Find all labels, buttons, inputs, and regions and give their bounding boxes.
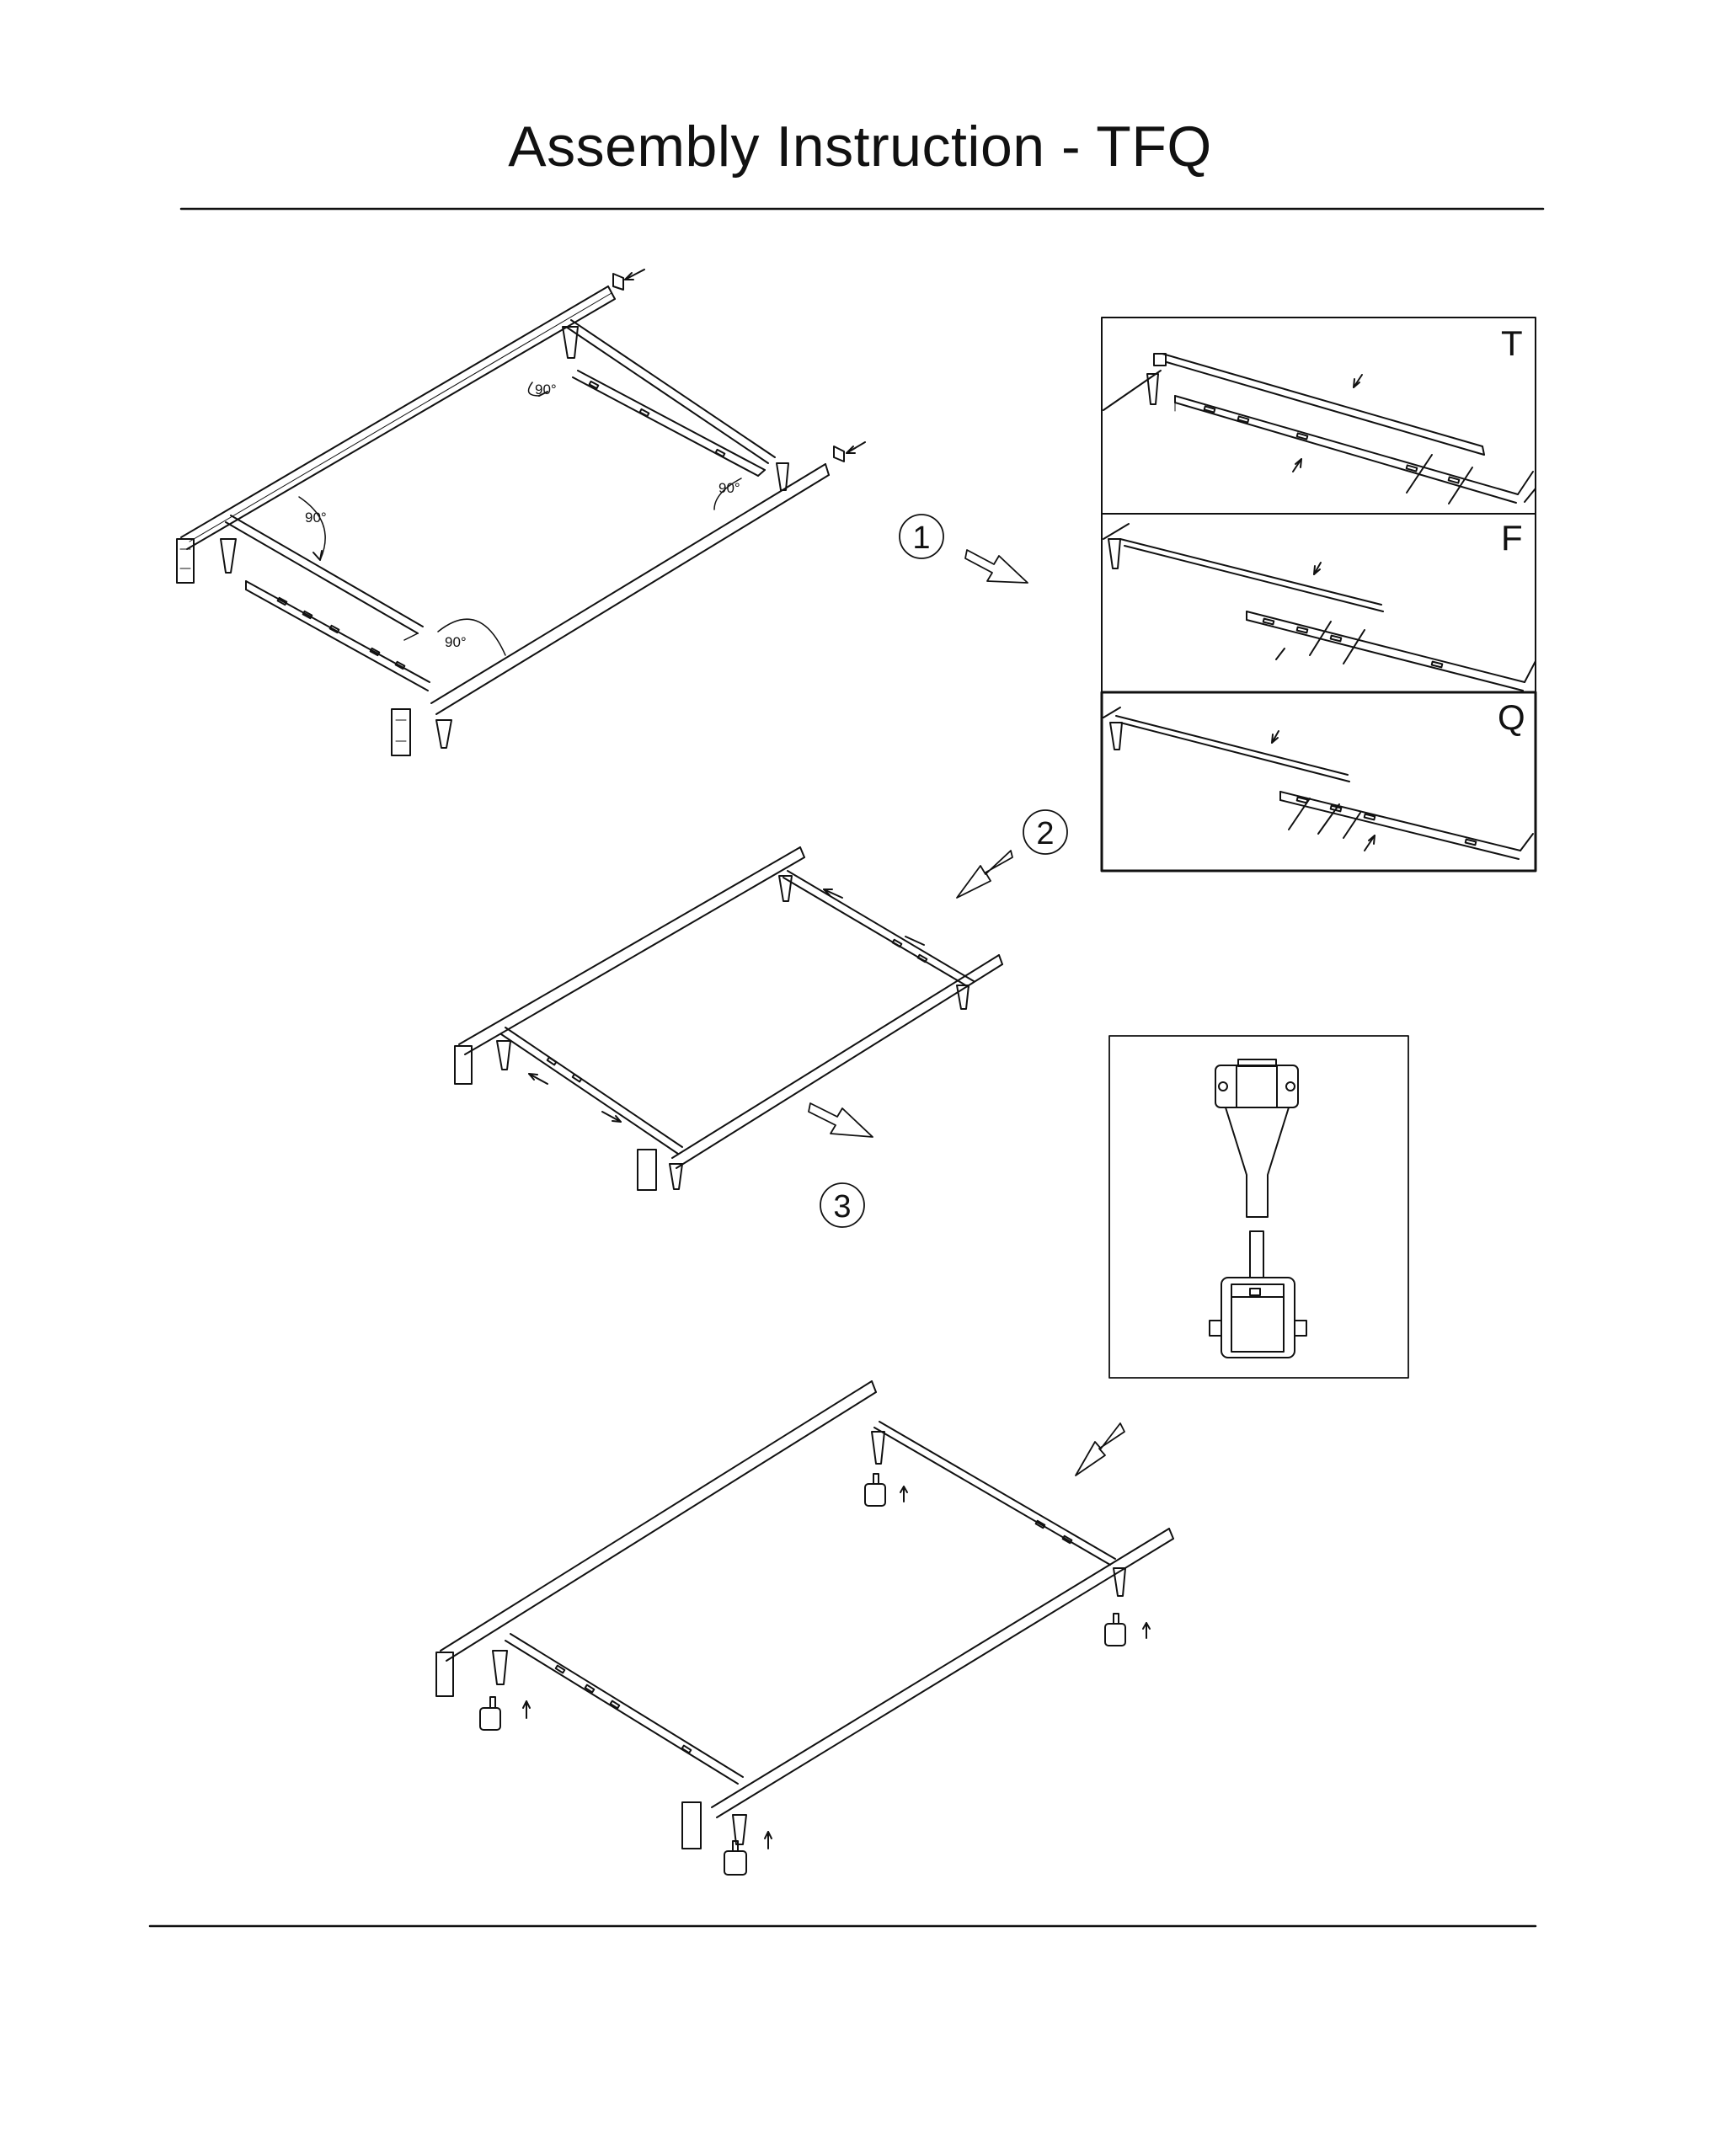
step-marker-1: 1	[912, 520, 930, 556]
angle-label-3: 90°	[305, 510, 327, 526]
frame-step2	[454, 846, 1003, 1191]
size-label-T: T	[1501, 323, 1523, 363]
angle-label-1: 90°	[535, 382, 557, 398]
angle-label-4: 90°	[445, 634, 467, 650]
frame-step1	[176, 269, 866, 756]
caster-detail	[1108, 1035, 1409, 1379]
size-label-F: F	[1501, 518, 1523, 558]
page-title: Assembly Instruction - TFQ	[508, 115, 1212, 179]
step-marker-2: 2	[1036, 816, 1054, 851]
detail-panels	[1100, 317, 1537, 873]
size-label-Q: Q	[1498, 697, 1525, 737]
frame-step3	[435, 1380, 1174, 1876]
step-markers	[808, 514, 1125, 1476]
angle-label-2: 90°	[718, 480, 740, 496]
step-marker-3: 3	[833, 1189, 851, 1225]
